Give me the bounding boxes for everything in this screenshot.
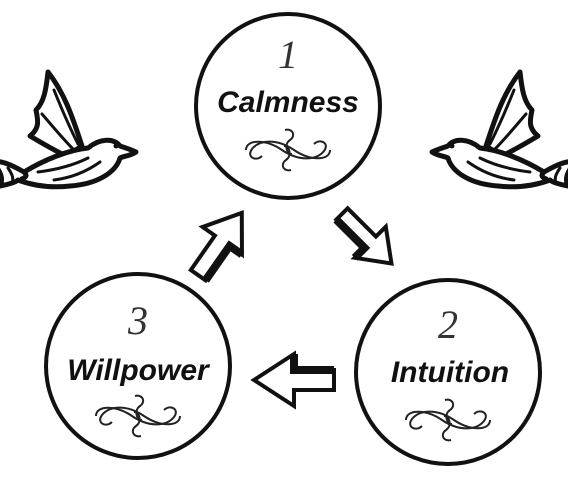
node-label: Willpower xyxy=(67,354,211,387)
node-circle xyxy=(44,272,232,460)
node-calmness: 1 Calmness xyxy=(194,12,382,200)
node-intuition: 2 Intuition xyxy=(354,278,542,466)
node-number: 1 xyxy=(278,32,298,77)
node-number: 3 xyxy=(127,298,148,343)
dove-icon-right xyxy=(432,72,568,187)
node-circle xyxy=(354,278,542,466)
node-label: Calmness xyxy=(217,86,359,119)
arrow-calmness-to-intuition xyxy=(333,205,394,266)
arrow-intuition-to-willpower xyxy=(250,350,336,410)
arrow-willpower-to-calmness xyxy=(188,210,245,284)
dove-icon-left xyxy=(0,72,136,187)
node-circle xyxy=(194,12,382,200)
node-willpower: 3 Willpower xyxy=(44,272,232,460)
node-number: 2 xyxy=(438,302,458,347)
node-label: Intuition xyxy=(391,356,509,389)
